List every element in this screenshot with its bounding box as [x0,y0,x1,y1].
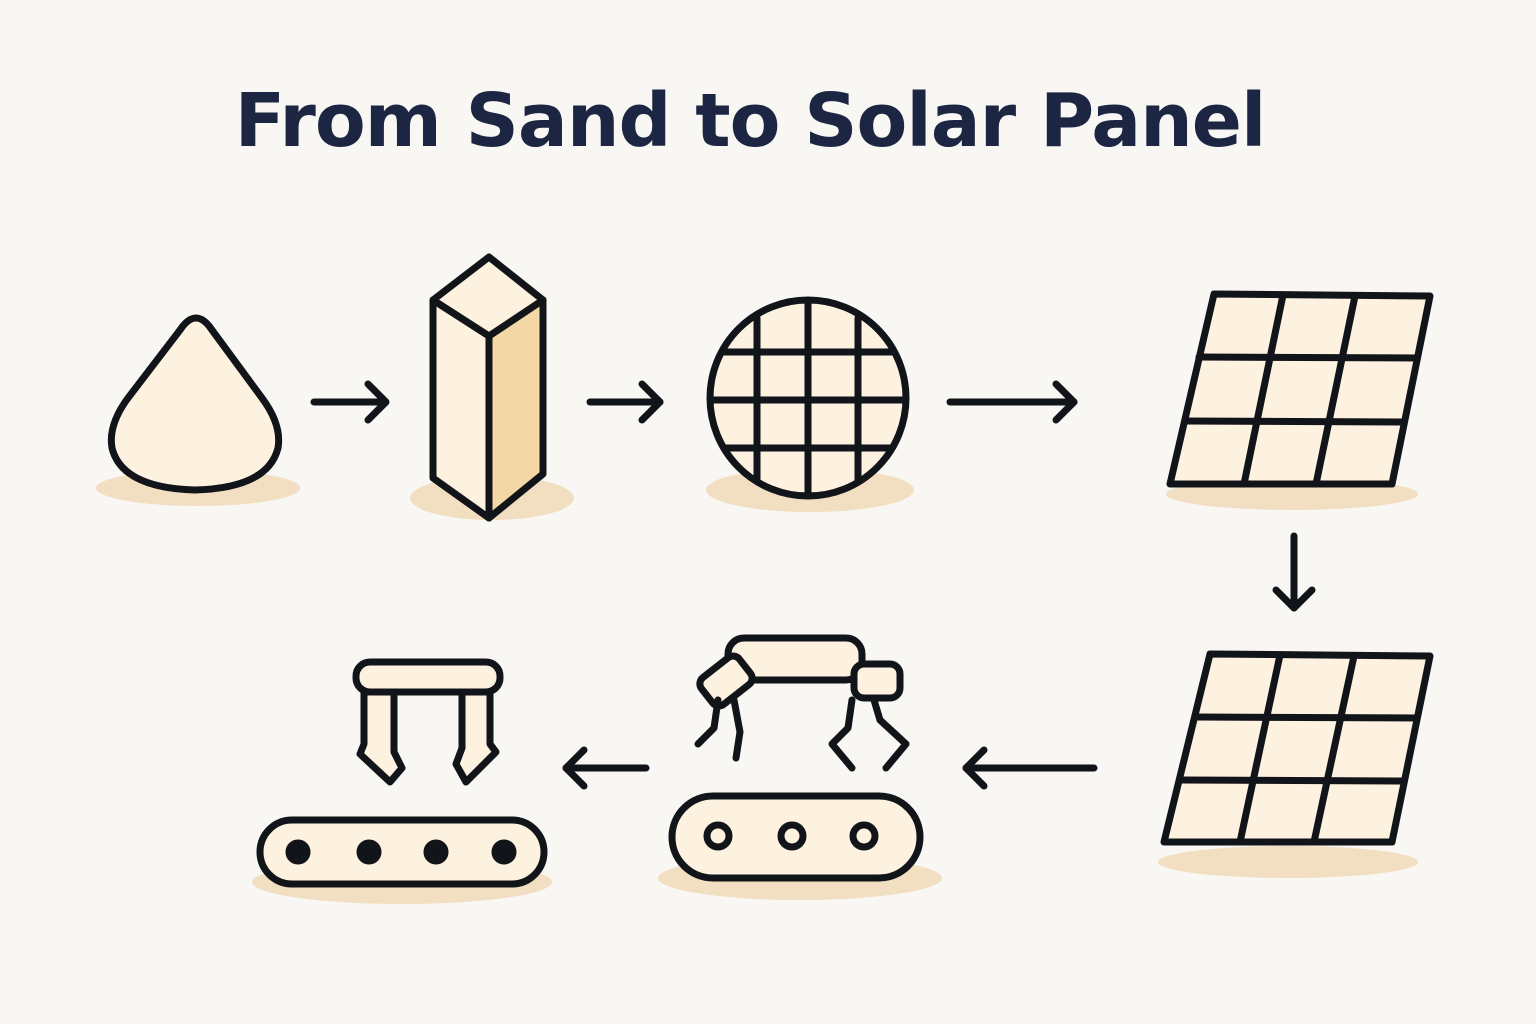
arrow-left-icon [562,746,650,790]
silicon-ingot-icon [410,253,574,522]
page-title: From Sand to Solar Panel [234,78,1267,164]
arrow-right-icon [946,380,1078,424]
arrow-down-icon [1272,532,1316,612]
conveyor-press-icon [252,658,552,904]
sand-pile-icon [96,314,300,506]
arrow-right-icon [586,380,664,424]
silicon-wafer-icon [706,296,914,512]
solar-cell-grid-icon [1166,290,1434,510]
arrow-right-icon [310,380,390,424]
solar-panel-icon [1158,650,1434,878]
arrow-left-icon [962,746,1098,790]
robotic-assembly-icon [658,634,942,900]
